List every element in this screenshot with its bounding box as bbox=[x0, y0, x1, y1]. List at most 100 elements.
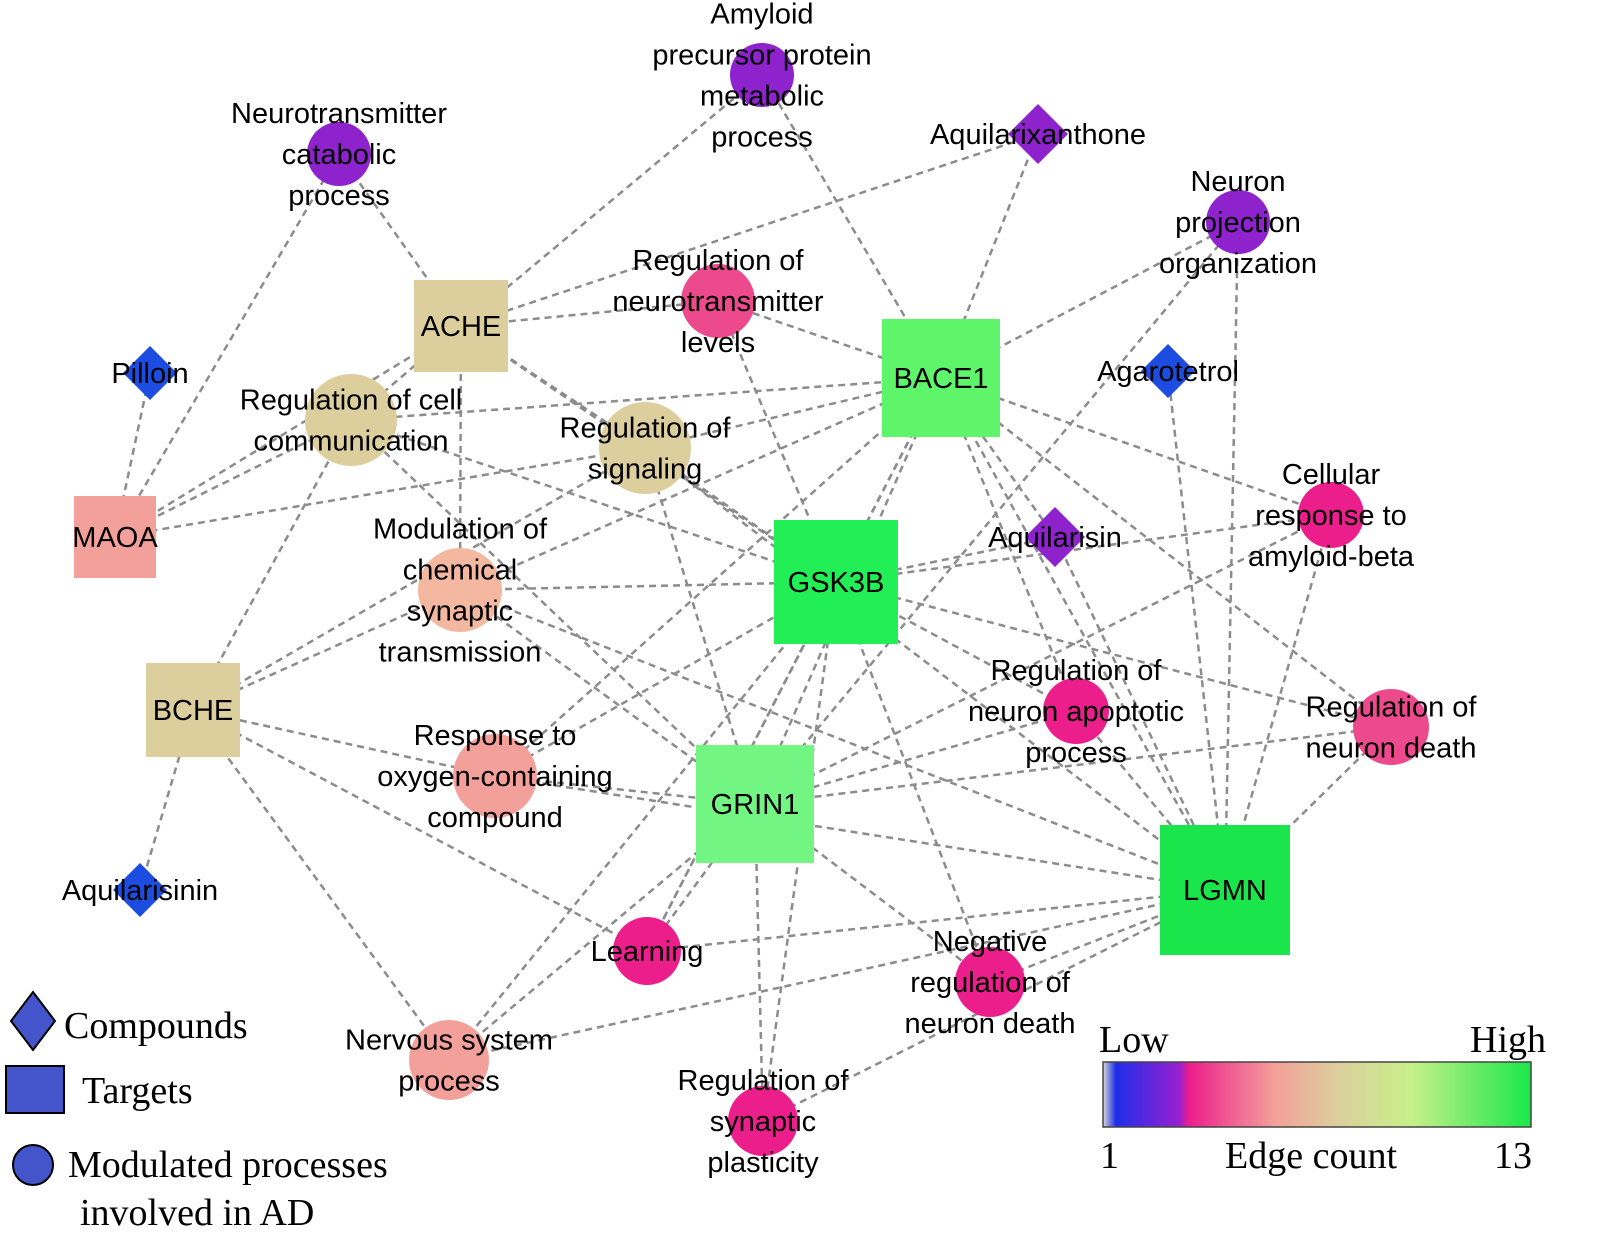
edge-n5-n13 bbox=[114, 324, 462, 539]
edge-n22-n26 bbox=[448, 888, 1226, 1062]
node-regulation-cell-communication-label-line2: communication bbox=[253, 426, 448, 458]
edge-n22-n9 bbox=[1166, 370, 1227, 891]
node-cellular-response-amyloid-circle bbox=[1298, 482, 1364, 548]
node-maoa-square bbox=[74, 496, 156, 578]
node-neurotransmitter-catabolic-circle bbox=[307, 122, 371, 186]
node-regulation-neurotransmitter-circle bbox=[681, 264, 755, 338]
edge-n22-n4 bbox=[1223, 221, 1240, 891]
colorbar: Low High 1 Edge count 13 bbox=[1099, 1019, 1546, 1177]
edge-n19-n24 bbox=[192, 708, 648, 953]
legend-square-icon bbox=[5, 1065, 65, 1114]
node-regulation-synaptic-plasticity-label-line1: Regulation of bbox=[678, 1065, 850, 1097]
node-maoa-label-line1: MAOA bbox=[72, 522, 158, 554]
node-aquilarixanthone: Aquilarixanthone bbox=[930, 104, 1146, 164]
node-maoa: MAOA bbox=[72, 496, 158, 578]
node-nervous-system-process-label-line1: Nervous system bbox=[345, 1025, 553, 1057]
node-agarotetrol: Agarotetrol bbox=[1097, 344, 1239, 398]
node-gsk3b: GSK3B bbox=[774, 520, 898, 644]
node-regulation-neurotransmitter: Regulation of neurotransmitter levels bbox=[612, 245, 823, 359]
node-regulation-neuron-apoptotic-circle bbox=[1043, 678, 1109, 744]
node-regulation-neurotransmitter-label-line2: neurotransmitter bbox=[612, 286, 823, 318]
node-learning: Learning bbox=[591, 917, 704, 985]
node-regulation-synaptic-plasticity-circle bbox=[728, 1086, 798, 1156]
node-aquilarixanthone-label-line1: Aquilarixanthone bbox=[930, 119, 1146, 151]
edge-n15-n27 bbox=[761, 581, 838, 1122]
edge-n13-n11 bbox=[114, 446, 646, 539]
node-neuron-projection-label-line1: Neuron bbox=[1190, 166, 1285, 198]
node-amyloid-precursor-label-line3: metabolic bbox=[700, 81, 824, 113]
node-neurotransmitter-catabolic-label-line3: process bbox=[288, 180, 390, 212]
node-lgmn-label-line1: LGMN bbox=[1183, 875, 1267, 907]
node-nervous-system-process-label-line2: process bbox=[398, 1066, 500, 1098]
edge-n15-n26 bbox=[448, 581, 837, 1061]
edge-n13-n2 bbox=[113, 153, 341, 538]
node-bace1-square bbox=[882, 319, 1000, 437]
node-ache-square bbox=[414, 280, 508, 372]
edge-n22-n14 bbox=[459, 588, 1226, 892]
node-bche-label-line1: BCHE bbox=[153, 695, 234, 727]
node-negative-regulation-neuron-death-label-line1: Negative bbox=[933, 926, 1047, 958]
node-pilloin-diamond bbox=[123, 346, 177, 400]
legend-diamond-icon bbox=[9, 990, 57, 1052]
node-regulation-neuron-death-label-line2: neuron death bbox=[1306, 733, 1477, 765]
node-modulation-chemical-synaptic-label-line1: Modulation of bbox=[373, 514, 548, 546]
node-regulation-neurotransmitter-label-line3: levels bbox=[681, 327, 755, 359]
edge-n19-n26 bbox=[191, 709, 451, 1061]
node-regulation-neurotransmitter-label-line1: Regulation of bbox=[633, 245, 805, 277]
node-learning-label-line1: Learning bbox=[591, 936, 704, 968]
edge-n7-n3 bbox=[939, 133, 1040, 379]
node-regulation-cell-communication-label-line1: Regulation of cell bbox=[240, 385, 462, 417]
edge-n21-n10 bbox=[350, 419, 756, 805]
node-amyloid-precursor-label-line1: Amyloid bbox=[710, 0, 813, 31]
edge-n21-n4 bbox=[754, 221, 1239, 805]
node-modulation-chemical-synaptic-label-line3: synaptic bbox=[407, 596, 513, 628]
node-gsk3b-square bbox=[774, 520, 898, 644]
node-regulation-synaptic-plasticity-label-line3: plasticity bbox=[707, 1147, 819, 1179]
node-aquilarisin-diamond bbox=[1025, 507, 1085, 567]
edge-n19-n11 bbox=[192, 446, 646, 712]
node-cellular-response-amyloid: Cellular response to amyloid-beta bbox=[1248, 459, 1415, 573]
node-grin1-square bbox=[696, 745, 814, 863]
node-regulation-signaling-label-line2: signaling bbox=[588, 454, 702, 486]
node-ache: ACHE bbox=[414, 280, 508, 372]
node-aquilarisinin-label-line1: Aquilarisinin bbox=[62, 875, 218, 907]
node-regulation-neuron-apoptotic-label-line1: Regulation of bbox=[991, 655, 1163, 687]
node-cellular-response-amyloid-label-line3: amyloid-beta bbox=[1248, 541, 1415, 573]
edge-n22-n11 bbox=[644, 447, 1226, 891]
node-nervous-system-process-circle bbox=[409, 1020, 489, 1100]
node-aquilarixanthone-diamond bbox=[1008, 104, 1068, 164]
node-regulation-signaling-circle bbox=[599, 402, 691, 494]
node-gsk3b-label-line1: GSK3B bbox=[788, 567, 885, 599]
node-regulation-neuron-death-circle bbox=[1353, 689, 1429, 765]
node-bace1-label-line1: BACE1 bbox=[893, 363, 988, 395]
legend-targets-label: Targets bbox=[82, 1070, 193, 1112]
edge-n5-n3 bbox=[460, 132, 1039, 328]
edge-n22-n24 bbox=[646, 888, 1226, 953]
edge-n19-n20 bbox=[192, 708, 496, 778]
node-agarotetrol-label-line1: Agarotetrol bbox=[1097, 356, 1239, 388]
edge-n7-n12 bbox=[940, 376, 1332, 517]
colorbar-title: Edge count bbox=[1225, 1135, 1397, 1177]
node-regulation-cell-communication-circle bbox=[305, 374, 397, 466]
edge-n5-n14 bbox=[458, 325, 463, 591]
node-nervous-system-process: Nervous system process bbox=[345, 1020, 553, 1100]
colorbar-high-label: High bbox=[1470, 1019, 1546, 1061]
node-cellular-response-amyloid-label-line1: Cellular bbox=[1282, 459, 1381, 491]
node-ache-label-line1: ACHE bbox=[421, 311, 502, 343]
legend-compounds-label: Compounds bbox=[64, 1005, 248, 1047]
node-cellular-response-amyloid-label-line2: response to bbox=[1255, 500, 1407, 532]
node-modulation-chemical-synaptic-label-line4: transmission bbox=[379, 637, 542, 669]
legend-processes-label-line2: involved in AD bbox=[80, 1192, 314, 1234]
node-lgmn: LGMN bbox=[1160, 825, 1290, 955]
